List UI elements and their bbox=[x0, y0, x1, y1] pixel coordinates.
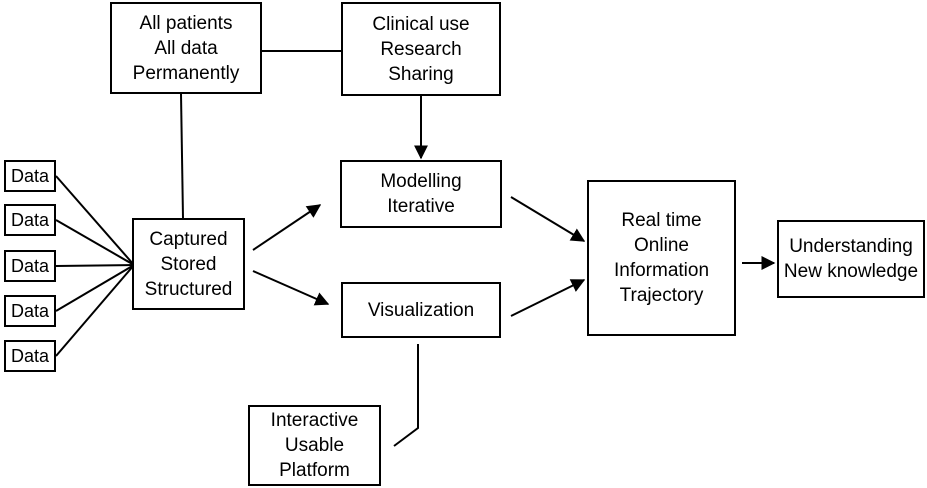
data-input-box: Data bbox=[4, 250, 56, 282]
understanding-line-1: Understanding bbox=[789, 236, 913, 257]
captured-box: Captured Stored Structured bbox=[132, 218, 245, 310]
data-input-label: Data bbox=[10, 346, 50, 366]
data-3-connector bbox=[55, 264, 135, 267]
interactive-box: Interactive Usable Platform bbox=[248, 405, 381, 486]
captured-to-patients-line bbox=[180, 93, 184, 219]
data-1-connector bbox=[55, 175, 135, 266]
real-time-line-3: Information bbox=[613, 260, 710, 281]
data-input-box: Data bbox=[4, 160, 56, 192]
modelling-to-realtime-arrow bbox=[510, 196, 586, 242]
visualization-box: Visualization bbox=[341, 282, 501, 338]
interactive-line-3: Platform bbox=[279, 460, 350, 481]
data-input-label: Data bbox=[10, 166, 50, 186]
all-patients-line-1: All patients bbox=[139, 12, 233, 34]
modelling-line-1: Modelling bbox=[380, 171, 462, 192]
data-input-box: Data bbox=[4, 295, 56, 327]
clinical-use-box: Clinical use Research Sharing bbox=[341, 2, 501, 96]
all-patients-line-3: Permanently bbox=[132, 62, 240, 84]
data-4-connector bbox=[55, 264, 135, 312]
interactive-to-visualization-line bbox=[393, 344, 419, 447]
interactive-line-1: Interactive bbox=[270, 410, 359, 431]
data-2-connector bbox=[55, 219, 135, 266]
clinical-use-line-1: Clinical use bbox=[372, 13, 470, 35]
real-time-line-4: Trajectory bbox=[619, 285, 704, 306]
modelling-box: Modelling Iterative bbox=[340, 160, 502, 228]
data-input-label: Data bbox=[10, 256, 50, 276]
captured-to-visualization-arrow bbox=[252, 270, 330, 306]
visualization-to-realtime-arrow bbox=[510, 279, 586, 317]
data-5-connector bbox=[55, 264, 135, 357]
data-input-label: Data bbox=[10, 210, 50, 230]
captured-line-2: Stored bbox=[160, 253, 217, 275]
understanding-line-2: New knowledge bbox=[783, 261, 919, 282]
captured-line-1: Captured bbox=[149, 228, 228, 250]
modelling-line-2: Iterative bbox=[387, 196, 455, 217]
all-patients-line-2: All data bbox=[154, 37, 218, 59]
interactive-line-2: Usable bbox=[284, 435, 345, 456]
captured-to-modelling-arrow bbox=[252, 204, 322, 251]
real-time-box: Real time Online Information Trajectory bbox=[587, 180, 736, 336]
real-time-line-2: Online bbox=[634, 235, 689, 256]
data-input-box: Data bbox=[4, 204, 56, 236]
visualization-line-1: Visualization bbox=[367, 299, 475, 321]
real-time-line-1: Real time bbox=[621, 210, 702, 231]
captured-line-3: Structured bbox=[144, 278, 233, 300]
data-input-label: Data bbox=[10, 301, 50, 321]
understanding-box: Understanding New knowledge bbox=[777, 220, 925, 298]
clinical-use-line-2: Research bbox=[380, 38, 462, 60]
all-patients-box: All patients All data Permanently bbox=[110, 2, 262, 94]
clinical-use-line-3: Sharing bbox=[388, 63, 454, 85]
data-input-box: Data bbox=[4, 340, 56, 372]
